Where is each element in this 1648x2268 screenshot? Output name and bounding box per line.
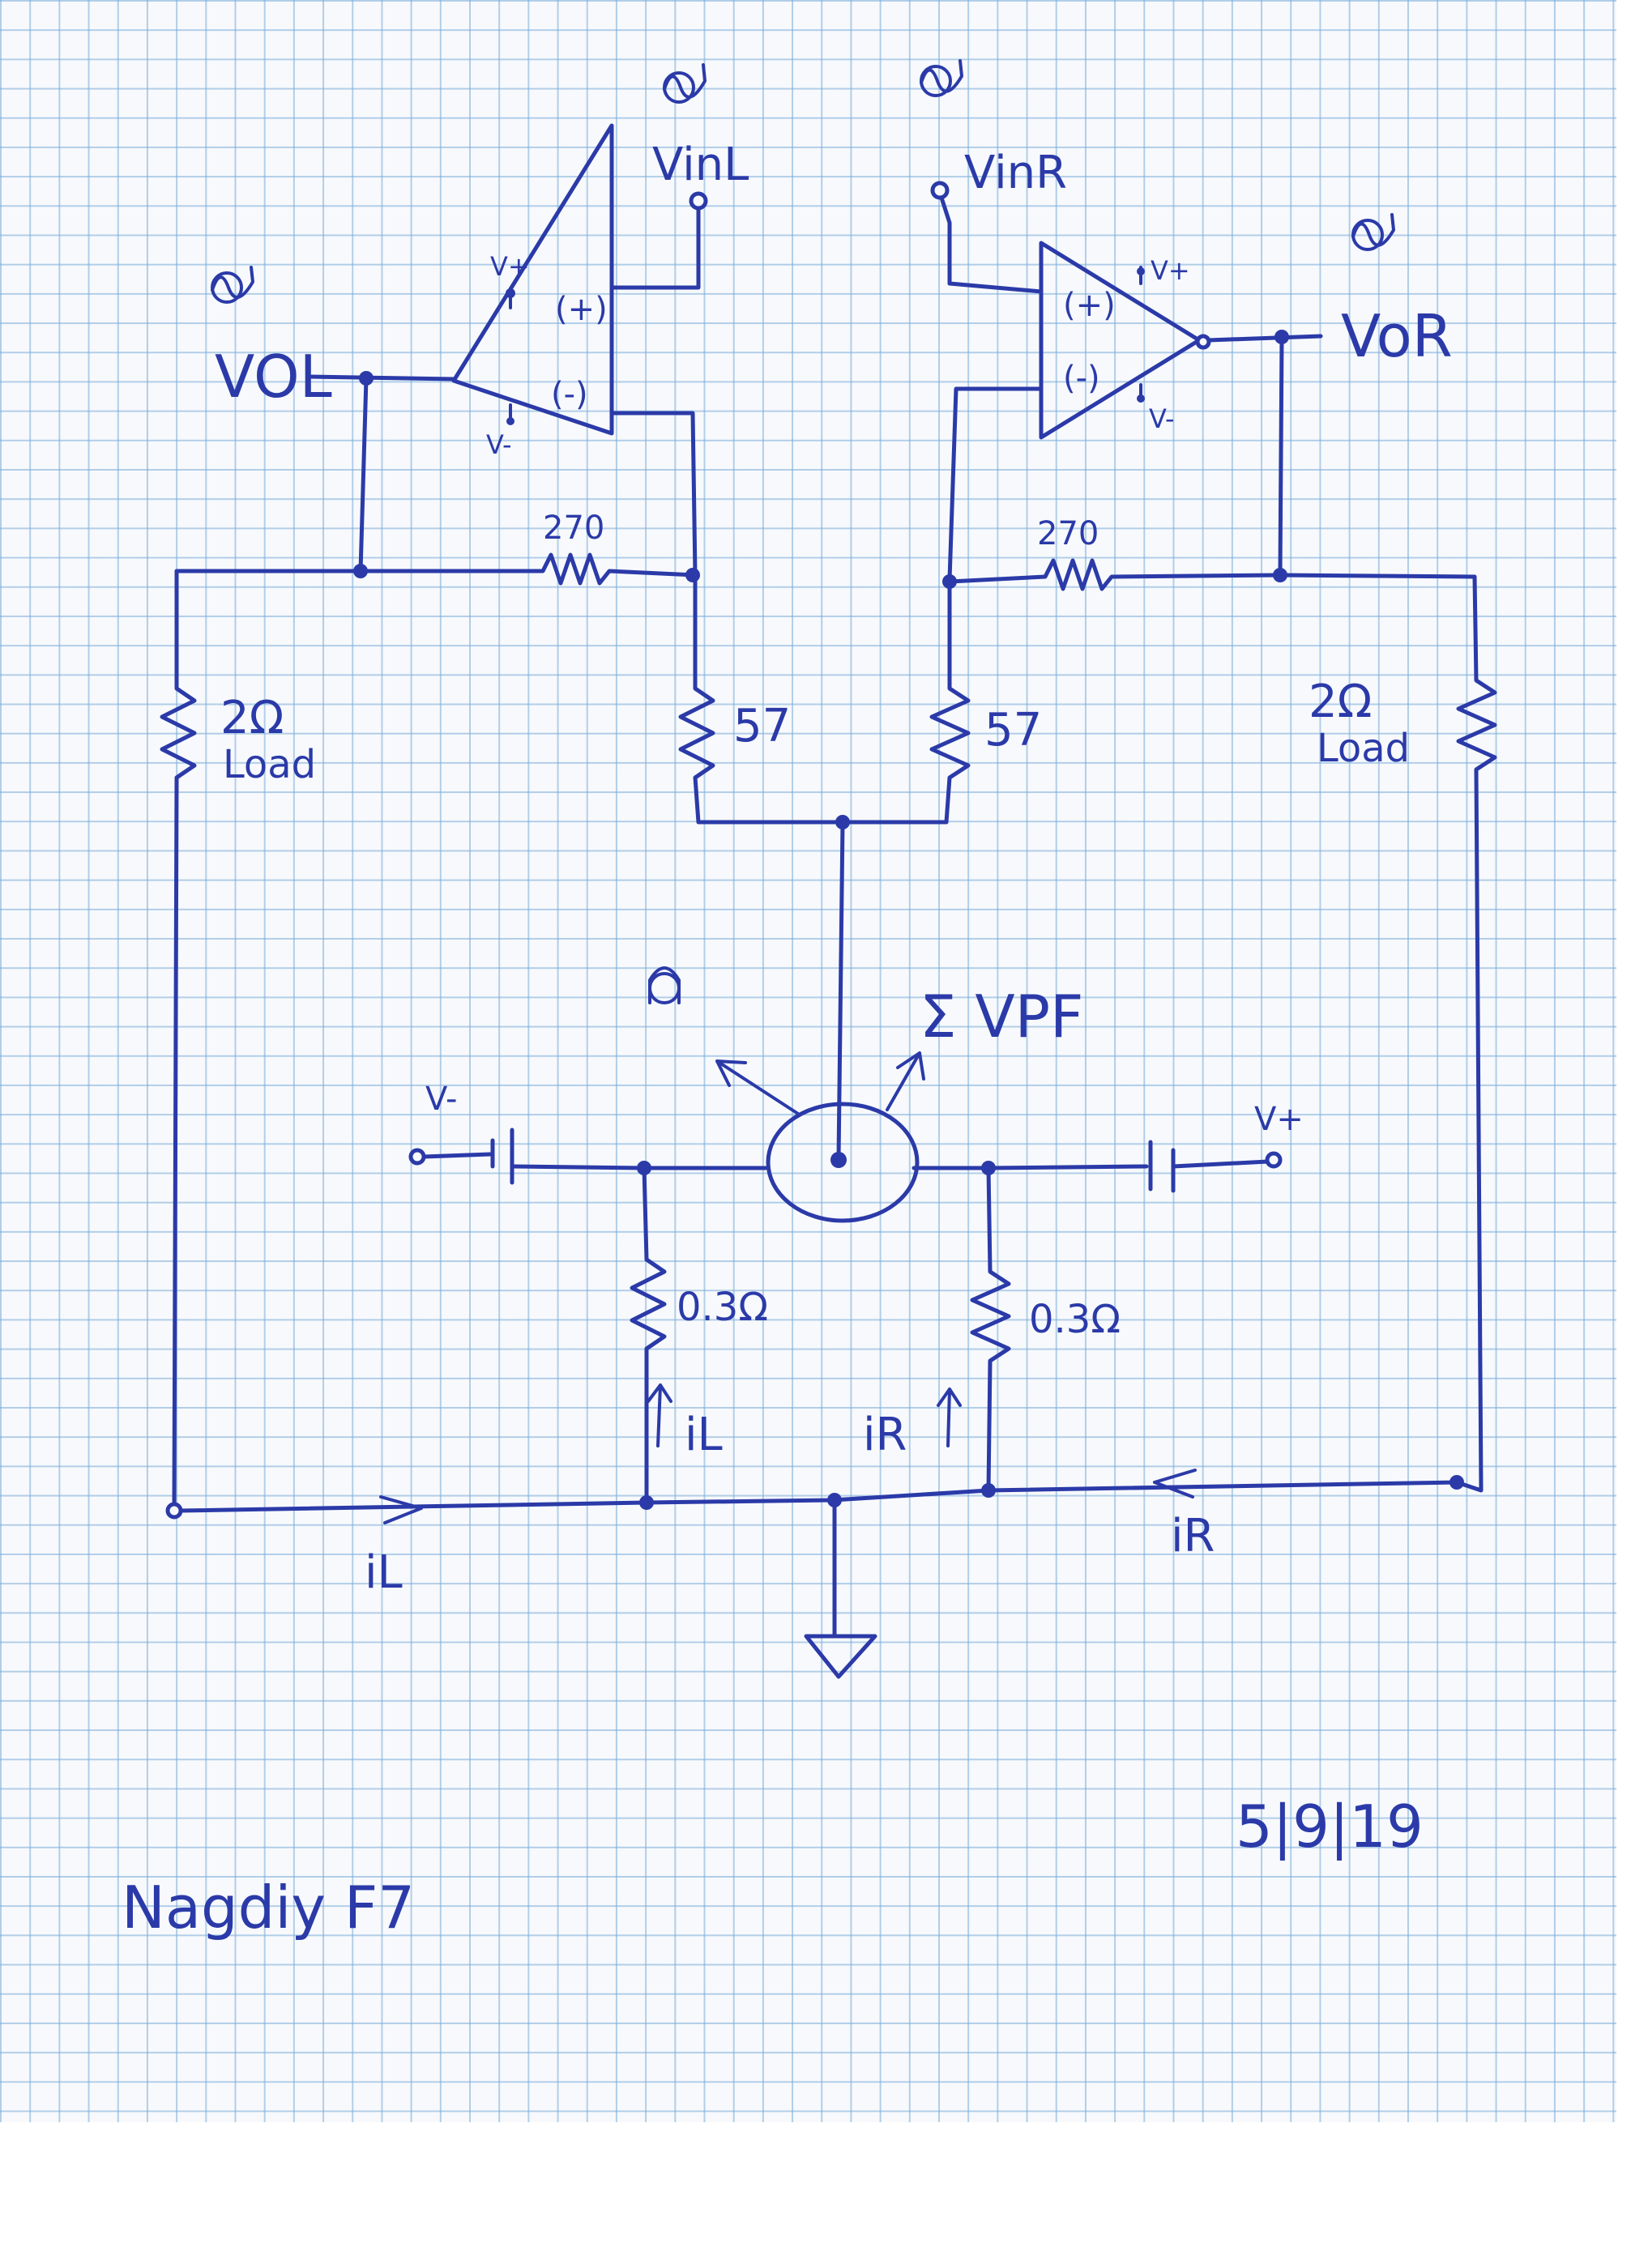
vin-left-terminal: [609, 191, 708, 290]
graph-paper-sheet: [0, 0, 1616, 2122]
opamp-left-plus-label: (+): [555, 291, 608, 328]
res-right-57-label: 57: [984, 704, 1042, 757]
vo-left-label: VOL: [215, 343, 332, 411]
current-ir-bottom-label: iR: [1171, 1510, 1215, 1562]
vin-left-label: VinL: [652, 139, 749, 191]
vo-right-label: VoR: [1341, 302, 1453, 370]
summing-node: [835, 815, 850, 1161]
vin-right-label: VinR: [964, 147, 1067, 199]
signal-generator-vin-left-icon: [663, 63, 707, 104]
resistor-270-right: [942, 558, 1477, 591]
load-right-value: 2Ω: [1309, 676, 1372, 728]
feedback-right-label: 270: [1037, 515, 1099, 552]
current-il-up-label: iL: [685, 1409, 723, 1461]
drawing-title: Nagdiy F7: [122, 1874, 415, 1942]
resistor-57-right: [840, 670, 971, 825]
signal-generator-vo-left-icon: [211, 266, 254, 304]
opamp-left-vminus-label: V-: [486, 429, 512, 460]
drawing-date: 5|9|19: [1236, 1793, 1424, 1861]
load-left-word: Load: [223, 742, 316, 787]
feedback-left-label: 270: [543, 509, 604, 547]
vo-right-output: [1206, 330, 1323, 576]
sense-resistor-right: [937, 1166, 1011, 1493]
opamp-left-vplus-label: V+: [490, 251, 530, 282]
sense-right-label: 0.3Ω: [1029, 1297, 1121, 1342]
voltmeter-symbol: [715, 1051, 925, 1223]
current-il-bottom-label: iL: [365, 1546, 403, 1599]
ground-rail: [178, 1469, 1459, 1524]
current-ir-up-label: iR: [863, 1409, 907, 1461]
resistor-270-left: [174, 552, 700, 586]
sense-left-label: 0.3Ω: [677, 1285, 768, 1330]
load-resistor-left: [160, 569, 197, 1520]
vin-right-terminal: [930, 181, 1044, 294]
opamp-right-inverting-wire: [947, 386, 1044, 675]
opamp-right-vminus-label: V-: [1149, 403, 1175, 434]
load-left-value: 2Ω: [220, 692, 284, 744]
sense-resistor-left: [630, 1166, 672, 1505]
opamp-right-vplus-label: V+: [1151, 255, 1190, 286]
res-left-57-label: 57: [733, 700, 791, 752]
ground-symbol: [804, 1498, 877, 1679]
meter-probe-icon: [648, 966, 681, 1004]
opamp-right-minus-label: (-): [1063, 360, 1100, 397]
load-right-word: Load: [1317, 726, 1410, 771]
signal-generator-vo-right-icon: [1351, 213, 1395, 251]
vo-left-output: [305, 371, 456, 573]
opamp-left-minus-label: (-): [551, 376, 588, 413]
opamp-left-inverting-wire: [609, 411, 698, 675]
supply-right-label: V+: [1254, 1101, 1304, 1138]
opamp-left: [451, 123, 614, 436]
resistor-57-left: [678, 670, 845, 825]
opamp-right-plus-label: (+): [1063, 287, 1116, 324]
supply-left-label: V-: [425, 1081, 457, 1118]
load-resistor-right: [1449, 574, 1497, 1493]
signal-generator-vin-right-icon: [920, 59, 963, 97]
sum-vpf-label: Σ VPF: [920, 983, 1083, 1051]
